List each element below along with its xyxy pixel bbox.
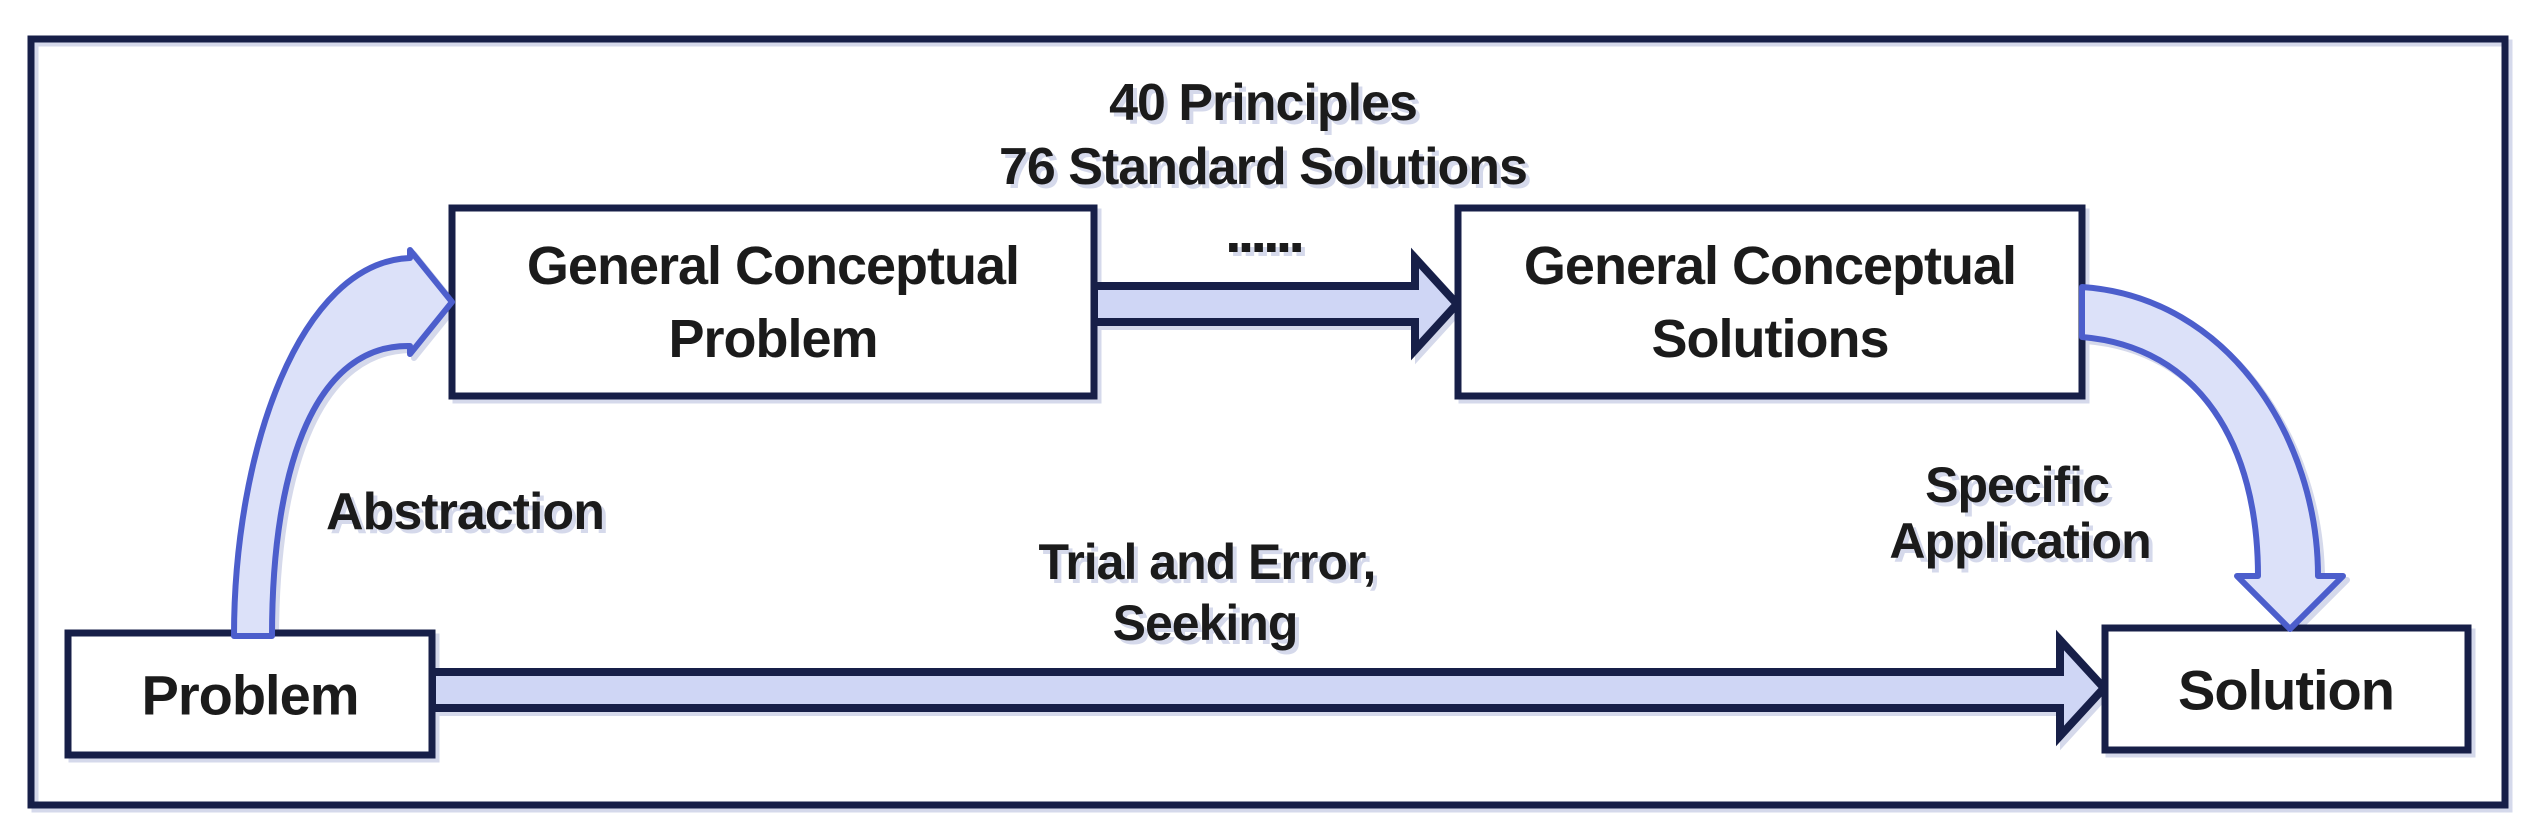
arrow-general-problem-to-general-solutions: [1090, 247, 1463, 361]
general-conceptual-problem-label-line1: General Conceptual: [527, 236, 1019, 296]
arrow-abstraction-curved: [231, 247, 455, 639]
general-conceptual-solutions-label-line2: Solutions: [1652, 309, 1889, 369]
label-76-standard-solutions: 76 Standard Solutions: [999, 138, 1527, 196]
label-application: Application: [1889, 513, 2150, 569]
label-specific: Specific: [1925, 457, 2109, 513]
label-ellipsis: ......: [1225, 198, 1301, 265]
label-abstraction: Abstraction: [326, 483, 604, 541]
label-trial-and-error: Trial and Error,: [1039, 534, 1376, 590]
solution-label: Solution: [2178, 659, 2394, 722]
arrow-specific-application-curved: [2079, 284, 2346, 632]
general-conceptual-solutions-label-line1: General Conceptual: [1524, 236, 2016, 296]
label-40-principles: 40 Principles: [1109, 74, 1417, 132]
arrow-problem-to-solution: [428, 629, 2110, 747]
problem-label: Problem: [141, 664, 358, 727]
diagram-border: [27, 35, 2509, 809]
general-conceptual-solutions-box: [1454, 204, 2086, 400]
label-seeking: Seeking: [1113, 595, 1298, 651]
general-conceptual-problem-box: [448, 204, 1098, 400]
general-conceptual-problem-label-line2: Problem: [668, 309, 877, 369]
